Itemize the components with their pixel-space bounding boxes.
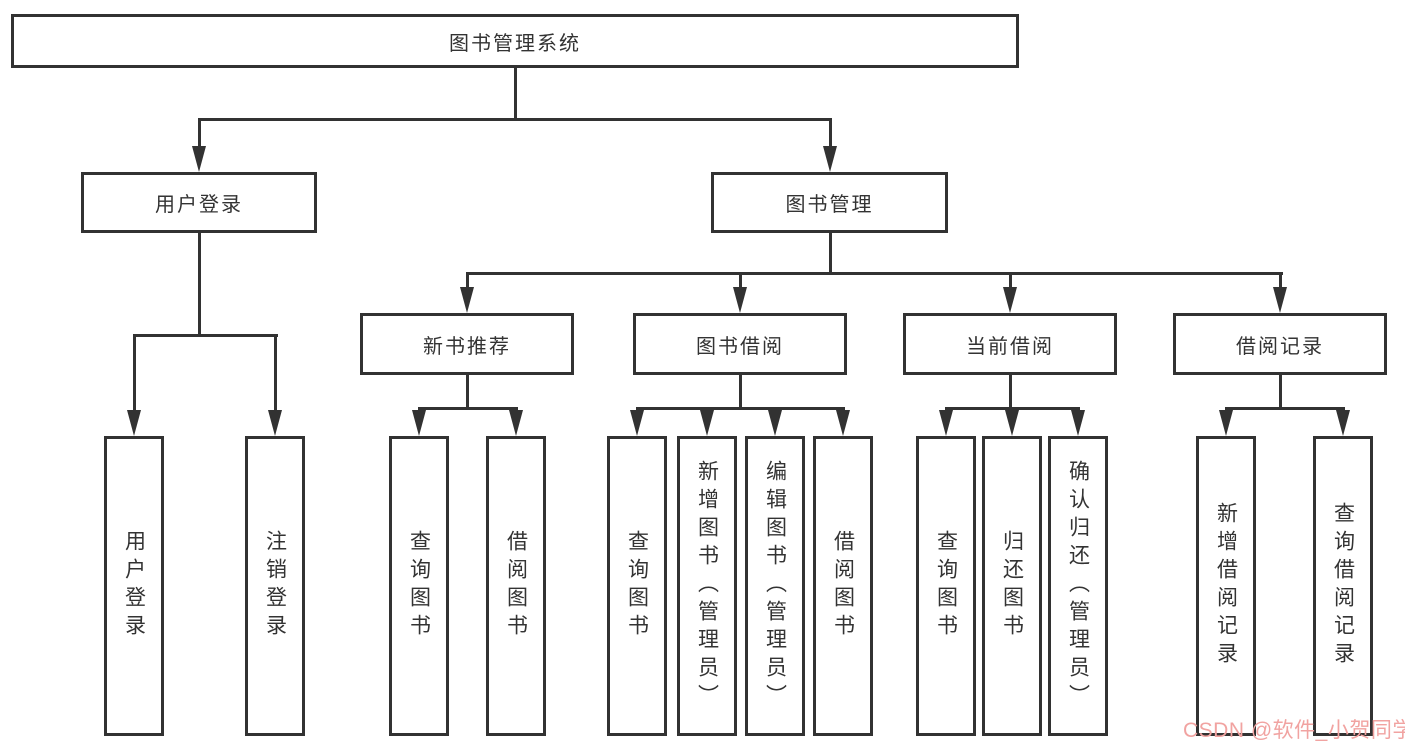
leaf-borrow-book: 借阅图书	[813, 436, 873, 736]
leaf-logout: 注销登录	[245, 436, 305, 736]
connector-leaf-login-stem	[132, 334, 136, 412]
node-book-management: 图书管理	[711, 172, 948, 233]
arrowhead-leaf-icon	[700, 410, 714, 436]
leaf-edit-book-admin: 编辑图书（管理员）	[745, 436, 805, 736]
leaf-label: 查询图书	[934, 530, 958, 642]
leaf-query-borrow-record: 查询借阅记录	[1313, 436, 1373, 736]
leaf-label: 借阅图书	[504, 530, 528, 642]
connector-user-login-down	[197, 233, 201, 336]
arrowhead-leaf-icon	[768, 410, 782, 436]
leaf-add-borrow-record: 新增借阅记录	[1196, 436, 1256, 736]
leaf-label: 注销登录	[263, 530, 287, 642]
connector-recommend-stem	[465, 272, 469, 289]
leaf-label: 查询图书	[407, 530, 431, 642]
node-current-borrow: 当前借阅	[903, 313, 1117, 375]
arrowhead-leaf-icon	[1071, 410, 1085, 436]
connector-borrow-rail	[635, 407, 845, 410]
leaf-return-book: 归还图书	[982, 436, 1042, 736]
node-book-borrow: 图书借阅	[633, 313, 847, 375]
csdn-watermark: CSDN @软件_小贺同学	[1183, 719, 1405, 742]
arrowhead-records-icon	[1273, 287, 1287, 313]
connector-recommend-down	[465, 375, 469, 409]
connector-borrow-down	[738, 375, 742, 409]
leaf-query-book-borrow: 查询图书	[607, 436, 667, 736]
node-user-login: 用户登录	[81, 172, 317, 233]
connector-borrow-stem	[738, 272, 742, 289]
arrowhead-leaf-logout-icon	[268, 410, 282, 436]
arrowhead-leaf-icon	[836, 410, 850, 436]
leaf-borrow-book-recommend: 借阅图书	[486, 436, 546, 736]
leaf-label: 借阅图书	[831, 530, 855, 642]
leaf-label: 用户登录	[122, 530, 146, 642]
arrowhead-book-mgmt-icon	[823, 146, 837, 172]
connector-leaf-logout-stem	[273, 334, 277, 412]
leaf-add-book-admin: 新增图书（管理员）	[677, 436, 737, 736]
arrowhead-leaf-icon	[1005, 410, 1019, 436]
connector-user-login-stem	[197, 118, 201, 150]
connector-current-stem	[1008, 272, 1012, 289]
arrowhead-leaf-icon	[939, 410, 953, 436]
leaf-label: 编辑图书（管理员）	[763, 460, 787, 712]
arrowhead-leaf-login-icon	[127, 410, 141, 436]
leaf-label: 查询图书	[625, 530, 649, 642]
leaf-label: 查询借阅记录	[1331, 502, 1355, 670]
arrowhead-borrow-icon	[733, 287, 747, 313]
arrowhead-recommend-icon	[460, 287, 474, 313]
leaf-query-book-current: 查询图书	[916, 436, 976, 736]
node-library-management-system: 图书管理系统	[11, 14, 1019, 68]
connector-book-mgmt-down	[828, 233, 832, 274]
leaf-label: 新增借阅记录	[1214, 502, 1238, 670]
connector-records-down	[1278, 375, 1282, 409]
arrowhead-leaf-icon	[1336, 410, 1350, 436]
arrowhead-leaf-icon	[509, 410, 523, 436]
leaf-label: 确认归还（管理员）	[1066, 460, 1090, 712]
connector-recommend-rail	[417, 407, 518, 410]
leaf-user-login: 用户登录	[104, 436, 164, 736]
connector-level2-rail	[465, 272, 1283, 275]
connector-records-stem	[1278, 272, 1282, 289]
arrowhead-leaf-icon	[630, 410, 644, 436]
arrowhead-current-icon	[1003, 287, 1017, 313]
node-borrow-records: 借阅记录	[1173, 313, 1387, 375]
leaf-label: 归还图书	[1000, 530, 1024, 642]
arrowhead-leaf-icon	[412, 410, 426, 436]
connector-records-rail	[1224, 407, 1345, 410]
connector-user-login-rail	[132, 334, 278, 337]
arrowhead-leaf-icon	[1219, 410, 1233, 436]
leaf-confirm-return-admin: 确认归还（管理员）	[1048, 436, 1108, 736]
node-new-book-recommend: 新书推荐	[360, 313, 574, 375]
connector-current-rail	[944, 407, 1080, 410]
leaf-query-book-recommend: 查询图书	[389, 436, 449, 736]
leaf-label: 新增图书（管理员）	[695, 460, 719, 712]
connector-book-mgmt-stem	[828, 118, 832, 150]
connector-level1-rail	[198, 118, 832, 121]
connector-root-stem	[514, 68, 517, 121]
arrowhead-user-login-icon	[192, 146, 206, 172]
connector-current-down	[1008, 375, 1012, 409]
